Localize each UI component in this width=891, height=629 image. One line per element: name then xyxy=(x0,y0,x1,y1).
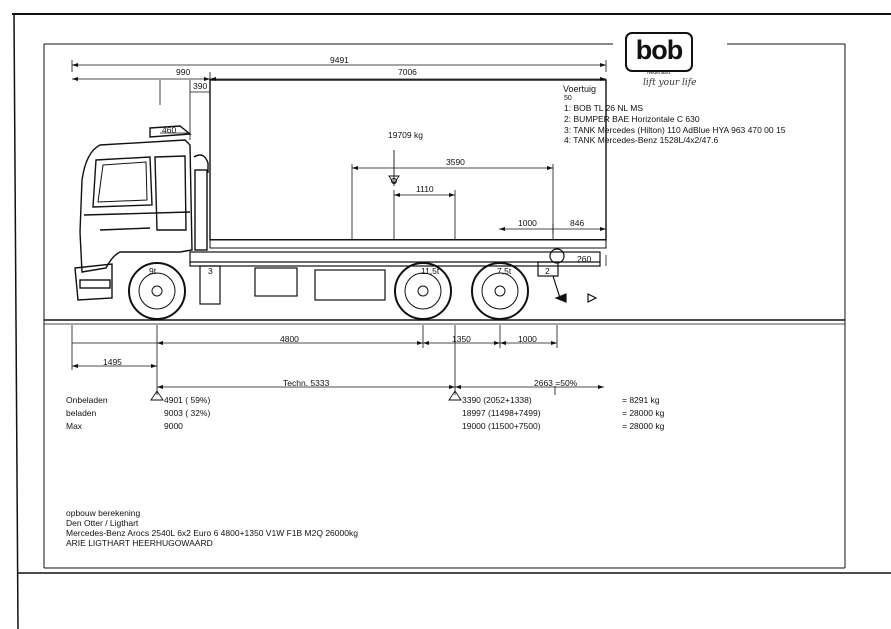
dim-cab-height: 460 xyxy=(162,125,177,135)
footer-line: Den Otter / Ligthart xyxy=(66,518,139,528)
axle-front-marker: 3 xyxy=(208,266,213,276)
footer-line: ARIE LIGTHART HEERHUGOWAARD xyxy=(66,538,213,548)
weight-rear: 3390 (2052+1338) xyxy=(462,395,532,405)
weight-front: 9003 ( 32%) xyxy=(164,408,211,418)
dim-body-length: 7006 xyxy=(398,67,417,77)
dim-techn: Techn. 5333 xyxy=(283,378,330,388)
axle-triangles xyxy=(150,390,462,401)
weight-rear: 18997 (11498+7499) xyxy=(462,408,541,418)
dim-rear-pct: 2663 =50% xyxy=(534,378,578,388)
vehicle-item: 4: TANK Mercedes-Benz 1528L/4x2/47.6 xyxy=(564,135,719,145)
footer-line: opbouw berekening xyxy=(66,508,141,518)
dim-tandem-spacing: 1350 xyxy=(452,334,471,344)
axle-tandem1-label: 11,5t xyxy=(421,266,440,276)
dim-wheelbase: 4800 xyxy=(280,334,299,344)
axle-front-label: 9t xyxy=(149,266,157,276)
dim-rear-846: 846 xyxy=(570,218,585,228)
weight-front: 9000 xyxy=(164,421,183,431)
weight-front: 4901 ( 59%) xyxy=(164,395,211,405)
logo-wordmark: bob xyxy=(625,32,693,72)
vehicle-item: 1: BOB TL 26 NL MS xyxy=(564,103,644,113)
wheels xyxy=(128,248,565,320)
dim-load-cog: 3590 xyxy=(446,157,465,167)
dimension-arrows xyxy=(72,63,606,231)
dim-cab-gap: 390 xyxy=(193,81,208,91)
weight-total: = 28000 kg xyxy=(622,421,665,431)
truck-cab xyxy=(74,125,209,301)
chassis xyxy=(189,251,601,305)
dim-rear-overhang: 1000 xyxy=(518,334,537,344)
axle-references xyxy=(71,325,604,395)
axle-tandem2-label: 7,5t xyxy=(497,266,512,276)
dim-load-cog-inner: 1110 xyxy=(416,184,434,194)
ground-line xyxy=(44,319,845,325)
dim-front-overhang: 1495 xyxy=(103,357,122,367)
logo-tagline: lift your life xyxy=(643,78,697,88)
container-body xyxy=(209,79,607,249)
top-dimensions xyxy=(71,60,607,266)
dim-rear-1000: 1000 xyxy=(518,218,537,228)
axle-rear-marker: 2 xyxy=(545,266,550,276)
dim-rear-260: 260 xyxy=(577,254,592,264)
payload-marker xyxy=(388,150,400,186)
tandem-wheel-1 xyxy=(394,262,452,320)
brand-logo: bob Nederland lift your life xyxy=(613,26,727,102)
footer-line: Mercedes-Benz Arocs 2540L 6x2 Euro 6 480… xyxy=(66,528,358,538)
vehicle-item: 3: TANK Mercedes (Hilton) 110 AdBlue HYA… xyxy=(564,125,786,135)
dim-payload: 19709 kg xyxy=(388,130,423,140)
tandem-wheel-2 xyxy=(471,262,529,320)
logo-subtitle: Nederland xyxy=(647,70,671,76)
weight-rear: 19000 (11500+7500) xyxy=(462,421,541,431)
weight-total: = 28000 kg xyxy=(622,408,665,418)
hook-roller xyxy=(549,248,565,264)
bottom-arrows xyxy=(72,341,604,389)
page-frame xyxy=(12,13,891,629)
vehicle-list-title: Voertuig xyxy=(563,84,597,94)
dim-overall-length: 9491 xyxy=(330,55,349,65)
weight-row-label: beladen xyxy=(66,408,97,418)
dim-front-to-body: 990 xyxy=(176,67,191,77)
weight-row-label: Max xyxy=(66,421,83,431)
front-wheel xyxy=(128,262,186,320)
vehicle-list-stub: 50 xyxy=(564,95,572,102)
weight-total: = 8291 kg xyxy=(622,395,660,405)
vehicle-item: 2: BUMPER BAE Horizontale C 630 xyxy=(564,114,700,124)
weight-row-label: Onbeladen xyxy=(66,395,108,405)
